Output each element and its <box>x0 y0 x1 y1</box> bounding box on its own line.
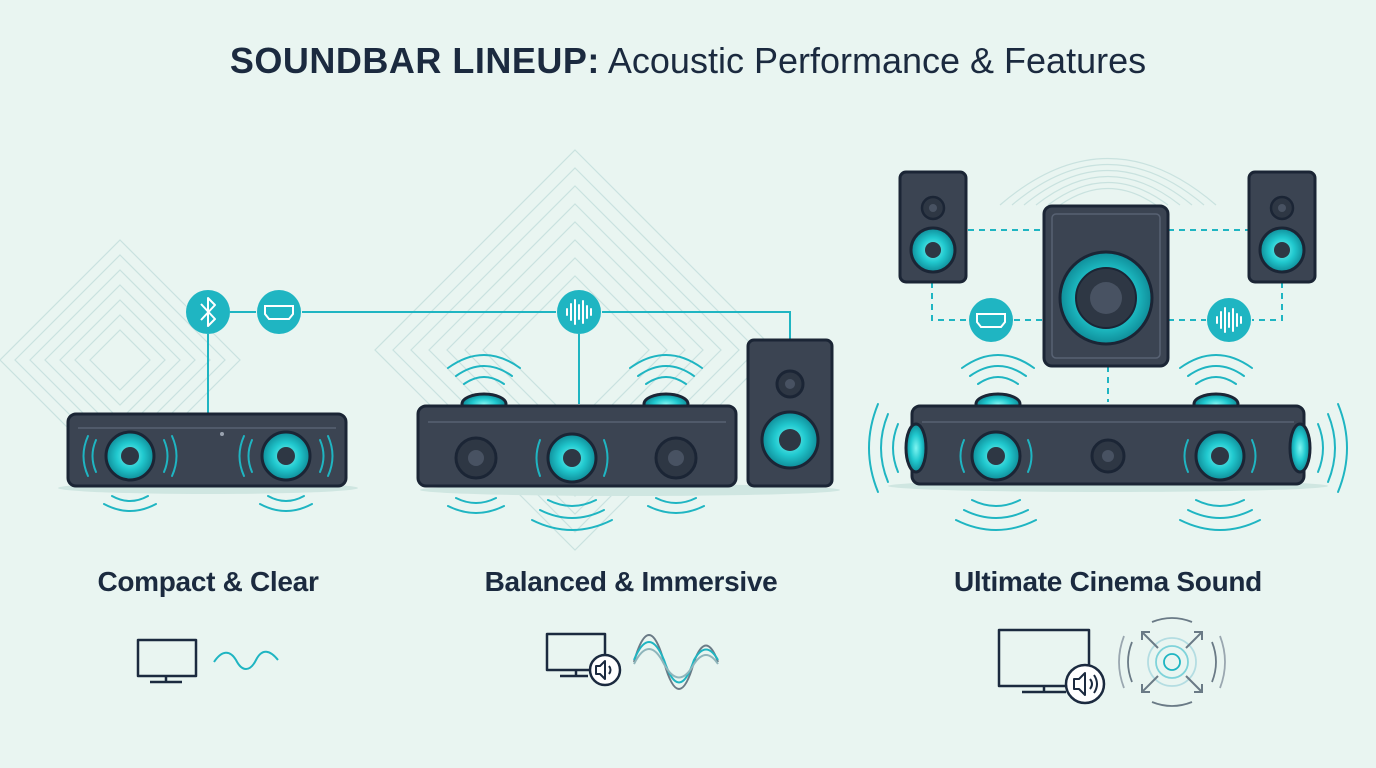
bluetooth-icon <box>186 290 230 334</box>
tv-speaker-icon <box>545 632 622 687</box>
title-light: Acoustic Performance & Features <box>599 40 1147 81</box>
dashed-connection-lines <box>931 229 1283 402</box>
cinema-subwoofer <box>1042 204 1170 368</box>
tv-speaker-icon <box>997 628 1106 705</box>
audio-wave-icon <box>557 290 601 334</box>
cinema-soundbar <box>868 354 1348 531</box>
compact-soundbar <box>58 412 358 512</box>
connection-lines <box>207 311 791 414</box>
hdmi-icon <box>969 298 1013 342</box>
page-title: SOUNDBAR LINEUP: Acoustic Performance & … <box>0 40 1376 82</box>
tier-label-cinema: Ultimate Cinema Sound <box>954 566 1262 597</box>
tier-label-compact: Compact & Clear <box>97 566 319 597</box>
audio-wave-icon <box>1207 298 1251 342</box>
sound-wave-icon <box>633 634 719 690</box>
immersive-soundbar <box>416 354 840 531</box>
surround-sound-icon <box>1118 617 1226 707</box>
rear-speaker-left <box>898 170 968 284</box>
sound-wave-icon <box>213 650 279 670</box>
hdmi-icon <box>257 290 301 334</box>
tv-icon <box>136 638 198 684</box>
subwoofer <box>746 338 834 488</box>
title-bold: SOUNDBAR LINEUP: <box>229 40 600 81</box>
rear-speaker-right <box>1247 170 1317 284</box>
tier-label-balanced: Balanced & Immersive <box>484 566 778 597</box>
